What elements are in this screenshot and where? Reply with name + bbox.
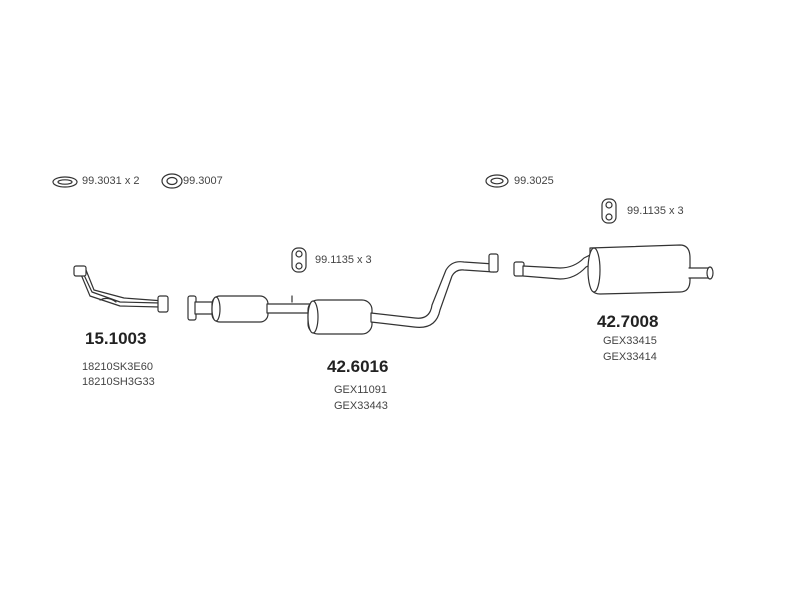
- part-number: 42.6016: [327, 357, 389, 376]
- rear-muffler-drawing: [513, 244, 714, 295]
- oem-code: 18210SK3E60: [82, 361, 153, 373]
- hardware-label: 99.1135 x 3: [627, 205, 684, 217]
- rubber-hanger-icon: [601, 198, 617, 224]
- oem-code: GEX33414: [603, 351, 657, 363]
- part-number: 15.1003: [85, 329, 147, 348]
- ring-gasket-icon: [52, 176, 78, 188]
- hardware-label: 99.3025: [514, 175, 554, 187]
- middle-section-drawing: [187, 253, 499, 335]
- hardware-label: 99.3007: [183, 175, 223, 187]
- oem-code: GEX33443: [334, 400, 388, 412]
- oem-code: 18210SH3G33: [82, 376, 155, 388]
- oem-code: GEX11091: [334, 384, 388, 396]
- hardware-label: 99.3031 x 2: [82, 175, 140, 187]
- oem-code: GEX33415: [603, 335, 657, 347]
- ring-gasket-icon: [485, 174, 509, 188]
- rubber-hanger-icon: [291, 247, 307, 273]
- part-number: 42.7008: [597, 312, 659, 331]
- flange-gasket-icon: [161, 173, 183, 189]
- front-pipe-drawing: [73, 265, 169, 313]
- hardware-label: 99.1135 x 3: [315, 254, 372, 266]
